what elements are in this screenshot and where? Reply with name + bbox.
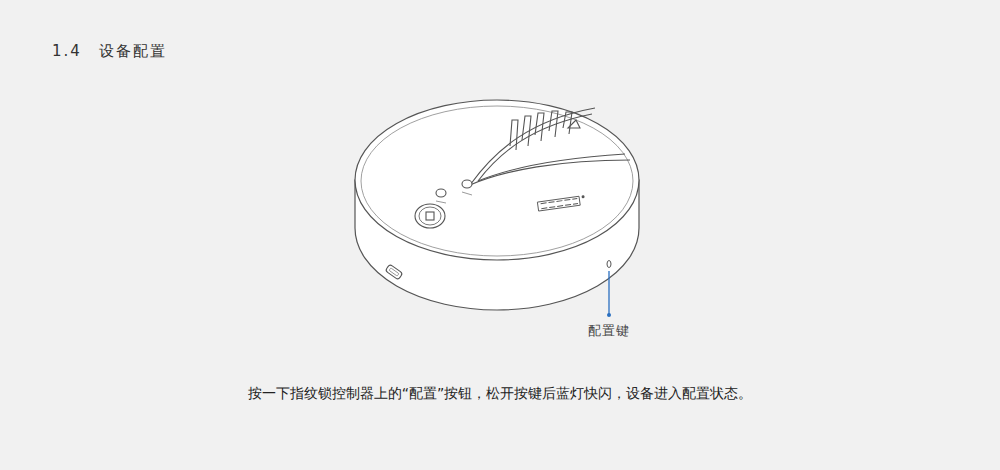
- rib-pattern: [470, 108, 630, 185]
- leader-line: [608, 271, 609, 314]
- config-hole: [607, 261, 611, 268]
- leader-dot: [607, 313, 611, 317]
- callout-label: 配置键: [588, 323, 630, 340]
- section-title: 1.4 设备配置: [52, 42, 167, 61]
- brand-logo: [537, 195, 585, 211]
- caption-text: 按一下指纹锁控制器上的“配置”按钮，松开按键后蓝灯快闪，设备进入配置状态。: [0, 385, 1000, 403]
- usb-port: [385, 264, 403, 280]
- top-buttons: [415, 180, 472, 228]
- housing-top: [355, 100, 639, 260]
